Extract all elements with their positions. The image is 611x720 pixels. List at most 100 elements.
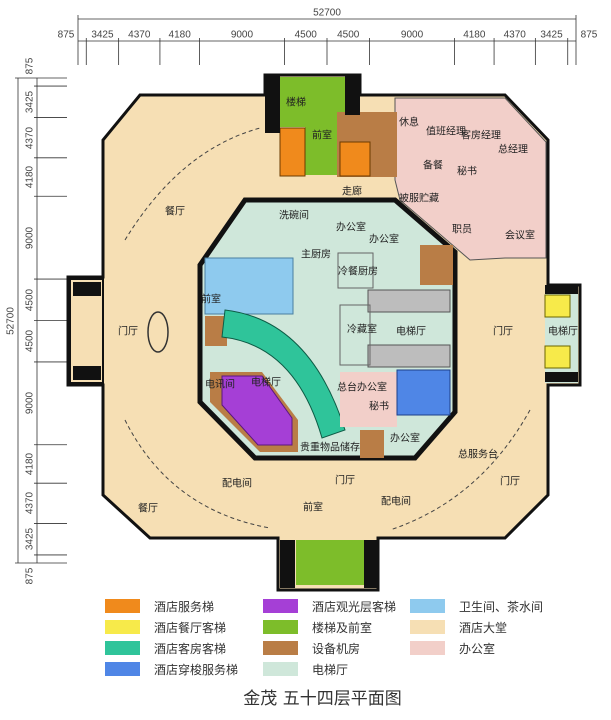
stair-north bbox=[280, 77, 345, 127]
dimension-label: 4500 bbox=[24, 330, 36, 353]
dimension-label: 4180 bbox=[463, 29, 486, 41]
room-label: 前室 bbox=[312, 130, 332, 142]
legend-swatch bbox=[410, 599, 445, 613]
room-label: 前室 bbox=[303, 502, 323, 514]
room-label: 餐厅 bbox=[138, 503, 158, 515]
room-label: 电梯厅 bbox=[251, 377, 281, 389]
legend-item: 酒店观光层客梯 bbox=[263, 598, 396, 614]
room-label: 楼梯 bbox=[286, 97, 306, 109]
office-wing bbox=[394, 97, 547, 261]
room-label: 值班经理 bbox=[426, 126, 466, 138]
lobby-arc-southeast bbox=[389, 409, 531, 531]
room-label: 被服贮藏 bbox=[399, 193, 439, 205]
legend-swatch bbox=[263, 641, 298, 655]
legend-item: 酒店餐厅客梯 bbox=[105, 619, 226, 635]
legend-swatch bbox=[105, 662, 140, 676]
plan-title: 金茂 五十四层平面图 bbox=[243, 689, 402, 709]
equipment-northeast bbox=[420, 245, 453, 285]
room-label: 秘书 bbox=[369, 401, 389, 413]
dimension-label: 4370 bbox=[24, 492, 36, 515]
room-label: 总台办公室 bbox=[337, 382, 387, 394]
kitchen-storage bbox=[339, 304, 371, 366]
room-label: 配电间 bbox=[381, 496, 411, 508]
wall-east-2 bbox=[545, 372, 578, 382]
legend-label: 酒店餐厅客梯 bbox=[154, 620, 227, 635]
service-lift-1 bbox=[279, 127, 306, 177]
legend-swatch bbox=[263, 620, 298, 634]
legend-label: 电梯厅 bbox=[312, 662, 349, 677]
dimension-chain-left bbox=[15, 77, 67, 564]
oval-feature bbox=[147, 311, 169, 353]
room-label: 办公室 bbox=[369, 234, 399, 246]
room-label: 前室 bbox=[201, 294, 221, 306]
room-label: 走廊 bbox=[342, 186, 362, 198]
wall-east-1 bbox=[545, 285, 578, 294]
legend-swatch bbox=[410, 620, 445, 634]
legend-label: 酒店大堂 bbox=[459, 620, 508, 635]
dimension-label: 4500 bbox=[337, 29, 360, 41]
room-label: 门厅 bbox=[493, 326, 513, 338]
room-label: 办公室 bbox=[390, 433, 420, 445]
room-label: 电梯厅 bbox=[548, 326, 578, 338]
legend-item: 酒店大堂 bbox=[410, 619, 507, 635]
legend-label: 酒店服务梯 bbox=[154, 599, 215, 614]
dimension-label: 4370 bbox=[24, 126, 36, 149]
legend-item: 酒店客房客梯 bbox=[105, 640, 226, 656]
restaurant-lift-1 bbox=[544, 294, 571, 318]
legend-label: 酒店观光层客梯 bbox=[312, 599, 397, 614]
dimension-label: 875 bbox=[580, 29, 598, 41]
wall-south-1 bbox=[280, 540, 295, 588]
equipment-south bbox=[360, 430, 384, 458]
room-label: 餐厅 bbox=[165, 206, 185, 218]
dimension-label: 4370 bbox=[503, 29, 526, 41]
dimension-label: 4500 bbox=[24, 288, 36, 311]
stair-south bbox=[296, 540, 364, 585]
core-wall-nw bbox=[265, 75, 280, 133]
legend-label: 卫生间、茶水间 bbox=[459, 599, 544, 614]
legend-label: 办公室 bbox=[459, 641, 496, 656]
room-label: 总经理 bbox=[498, 144, 528, 156]
room-label: 冷餐厨房 bbox=[338, 266, 378, 278]
restaurant-arc-south bbox=[124, 419, 271, 529]
core-wall-ne bbox=[345, 75, 360, 115]
service-lift-2 bbox=[339, 141, 371, 177]
restaurant-arc-north bbox=[124, 127, 261, 241]
room-label: 办公室 bbox=[336, 222, 366, 234]
grey-lifts-south bbox=[367, 344, 451, 368]
dimension-label: 4180 bbox=[24, 165, 36, 189]
legend-item: 卫生间、茶水间 bbox=[410, 598, 543, 614]
room-label: 主厨房 bbox=[301, 249, 331, 261]
dimension-label: 52700 bbox=[313, 7, 341, 19]
legend-label: 楼梯及前室 bbox=[312, 620, 373, 635]
legend-item: 酒店穿梭服务梯 bbox=[105, 661, 238, 677]
legend-label: 酒店穿梭服务梯 bbox=[154, 662, 239, 677]
dimension-label: 4370 bbox=[128, 29, 151, 41]
dimension-label: 9000 bbox=[400, 29, 424, 41]
shuttle-lifts bbox=[396, 369, 451, 416]
room-label: 门厅 bbox=[500, 476, 520, 488]
room-label: 客房经理 bbox=[461, 130, 501, 142]
legend-swatch bbox=[263, 599, 298, 613]
room-label: 休息 bbox=[399, 117, 419, 129]
room-label: 电梯厅 bbox=[396, 326, 426, 338]
legend-item: 楼梯及前室 bbox=[263, 619, 372, 635]
anteroom-north bbox=[305, 125, 337, 175]
room-label: 会议室 bbox=[505, 230, 535, 242]
legend-swatch bbox=[263, 662, 298, 676]
room-label: 冷藏室 bbox=[347, 324, 377, 336]
dimension-label: 9000 bbox=[24, 392, 36, 415]
room-label: 门厅 bbox=[118, 326, 138, 338]
dimension-label: 9000 bbox=[230, 29, 254, 41]
room-label: 贵重物品储存 bbox=[300, 442, 360, 454]
room-label: 秘书 bbox=[457, 166, 477, 178]
dimension-label: 875 bbox=[24, 567, 36, 585]
dimension-label: 875 bbox=[24, 57, 36, 75]
dimension-label: 875 bbox=[57, 29, 75, 41]
legend-item: 电梯厅 bbox=[263, 661, 348, 677]
room-label: 电讯间 bbox=[205, 379, 235, 391]
legend-swatch bbox=[105, 599, 140, 613]
kitchen-cold bbox=[337, 252, 374, 289]
wall-west-1 bbox=[73, 282, 101, 296]
